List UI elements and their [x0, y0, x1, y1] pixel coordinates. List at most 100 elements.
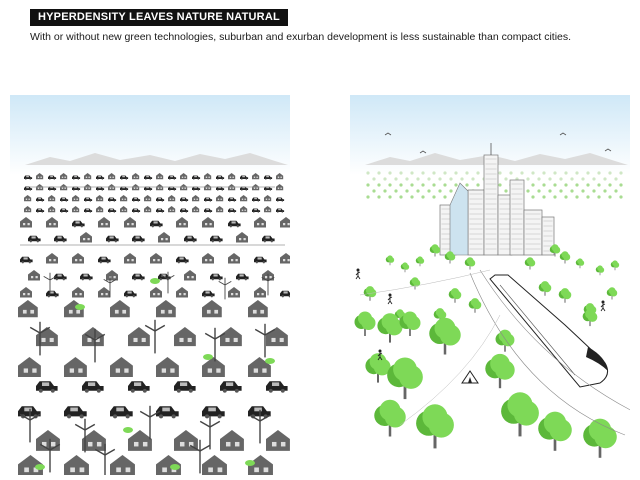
distant-tree [614, 189, 618, 193]
tree [595, 265, 605, 276]
house [18, 300, 38, 318]
car [276, 197, 285, 202]
distant-tree [432, 183, 436, 187]
distant-tree [394, 177, 398, 181]
car [124, 290, 137, 298]
distant-tree [476, 171, 480, 175]
house [280, 253, 290, 264]
distant-tree [438, 189, 442, 193]
skyscraper [467, 189, 485, 256]
distant-tree [410, 195, 414, 199]
distant-tree [575, 183, 579, 187]
car [156, 197, 165, 202]
house [202, 300, 222, 318]
house [264, 206, 272, 213]
shrub [265, 358, 275, 364]
house [84, 173, 92, 180]
distant-tree [548, 177, 552, 181]
tree [399, 311, 421, 336]
tree [387, 357, 423, 400]
high-speed-train [489, 274, 609, 388]
distant-tree [619, 195, 623, 199]
headline-text: HYPERDENSITY LEAVES NATURE NATURAL [38, 11, 280, 23]
house [128, 430, 152, 451]
house [228, 287, 240, 298]
distant-tree [366, 195, 370, 199]
footpath [399, 314, 501, 426]
house [264, 195, 272, 202]
skyscraper [509, 179, 525, 256]
house [96, 206, 104, 213]
car [60, 197, 69, 202]
house [132, 173, 140, 180]
distant-tree [586, 195, 590, 199]
car [228, 208, 237, 213]
tree [485, 353, 515, 389]
distant-tree [410, 183, 414, 187]
wind-turbine [261, 273, 275, 296]
house [228, 253, 240, 264]
distant-tree [405, 177, 409, 181]
distant-tree [405, 189, 409, 193]
tree [374, 399, 406, 437]
house [108, 173, 116, 180]
car [220, 381, 242, 393]
wind-turbine [39, 438, 61, 473]
house [64, 357, 87, 378]
wind-turbine [103, 275, 117, 298]
compact-city-illustration [350, 95, 630, 458]
car [280, 290, 290, 298]
house [248, 455, 273, 475]
house [174, 327, 196, 347]
car [266, 381, 288, 393]
distant-tree [465, 171, 469, 175]
distant-tree [388, 183, 392, 187]
tree [501, 392, 539, 437]
house [202, 217, 214, 228]
shrub [170, 464, 180, 470]
distant-tree [520, 171, 524, 175]
house [110, 455, 135, 475]
distant-tree [504, 177, 508, 181]
distant-tree [449, 177, 453, 181]
distant-tree [388, 195, 392, 199]
distant-tree [460, 177, 464, 181]
car [204, 197, 213, 202]
car [150, 220, 163, 228]
house [36, 430, 60, 451]
distant-tree [608, 183, 612, 187]
distant-tree [608, 171, 612, 175]
distant-tree [471, 177, 475, 181]
distant-tree [427, 189, 431, 193]
car [202, 290, 215, 298]
distant-tree [443, 183, 447, 187]
distant-mountains [25, 153, 288, 165]
house [216, 195, 224, 202]
car [144, 175, 153, 180]
car [108, 197, 117, 202]
car [132, 208, 141, 213]
distant-tree [570, 189, 574, 193]
car [210, 273, 223, 281]
distant-tree [443, 171, 447, 175]
house [48, 206, 56, 213]
house [72, 195, 80, 202]
distant-tree [603, 177, 607, 181]
house [20, 287, 32, 298]
distant-tree [438, 177, 442, 181]
distant-tree [421, 171, 425, 175]
house [158, 232, 170, 243]
car [168, 175, 177, 180]
wind-turbine [139, 405, 161, 440]
distant-tree [564, 183, 568, 187]
house [124, 253, 136, 264]
house [266, 430, 290, 451]
car [156, 208, 165, 213]
distant-tree [548, 189, 552, 193]
house [192, 206, 200, 213]
distant-tree [432, 171, 436, 175]
house [216, 206, 224, 213]
wind-turbine [94, 443, 116, 475]
tree [385, 255, 395, 266]
house [156, 300, 176, 318]
